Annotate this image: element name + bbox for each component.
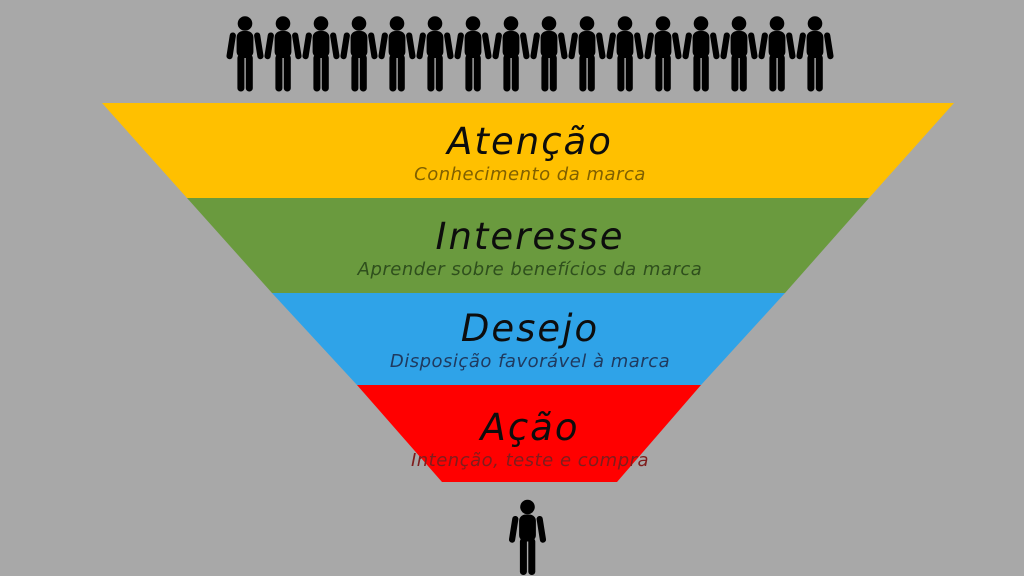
funnel-layer-acao <box>357 385 701 482</box>
person-icon <box>508 499 547 575</box>
funnel-layer-interesse <box>187 198 869 293</box>
funnel-layer-atencao <box>102 103 954 198</box>
funnel-layer-desejo <box>272 293 785 385</box>
